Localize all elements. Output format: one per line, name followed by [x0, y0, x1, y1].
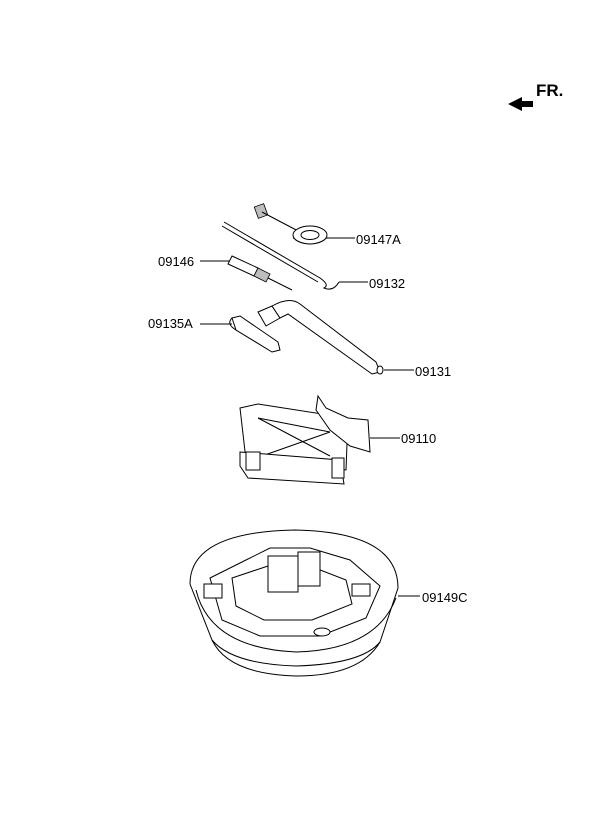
part-code-09149C: 09149C [422, 590, 468, 605]
socket-wrench-part[interactable]: 09147A [253, 203, 401, 247]
part-code-09147A: 09147A [356, 232, 401, 247]
spanner-part[interactable]: 09135A [148, 315, 281, 353]
front-direction-indicator: FR. [508, 81, 563, 111]
wheel-brace-part[interactable]: 09131 [257, 300, 451, 379]
scissor-jack-part[interactable]: 09110 [239, 394, 436, 485]
front-label: FR. [536, 81, 563, 100]
arrow-icon [508, 97, 533, 111]
part-code-09146: 09146 [158, 254, 194, 269]
screwdriver-part[interactable]: 09146 [158, 254, 293, 291]
jack-handle-rod-part[interactable]: 09132 [221, 221, 405, 291]
part-code-09132: 09132 [369, 276, 405, 291]
tool-tray-part[interactable]: 09149C [189, 529, 468, 677]
part-code-09131: 09131 [415, 364, 451, 379]
part-code-09110: 09110 [401, 431, 436, 446]
part-code-09135A: 09135A [148, 316, 193, 331]
